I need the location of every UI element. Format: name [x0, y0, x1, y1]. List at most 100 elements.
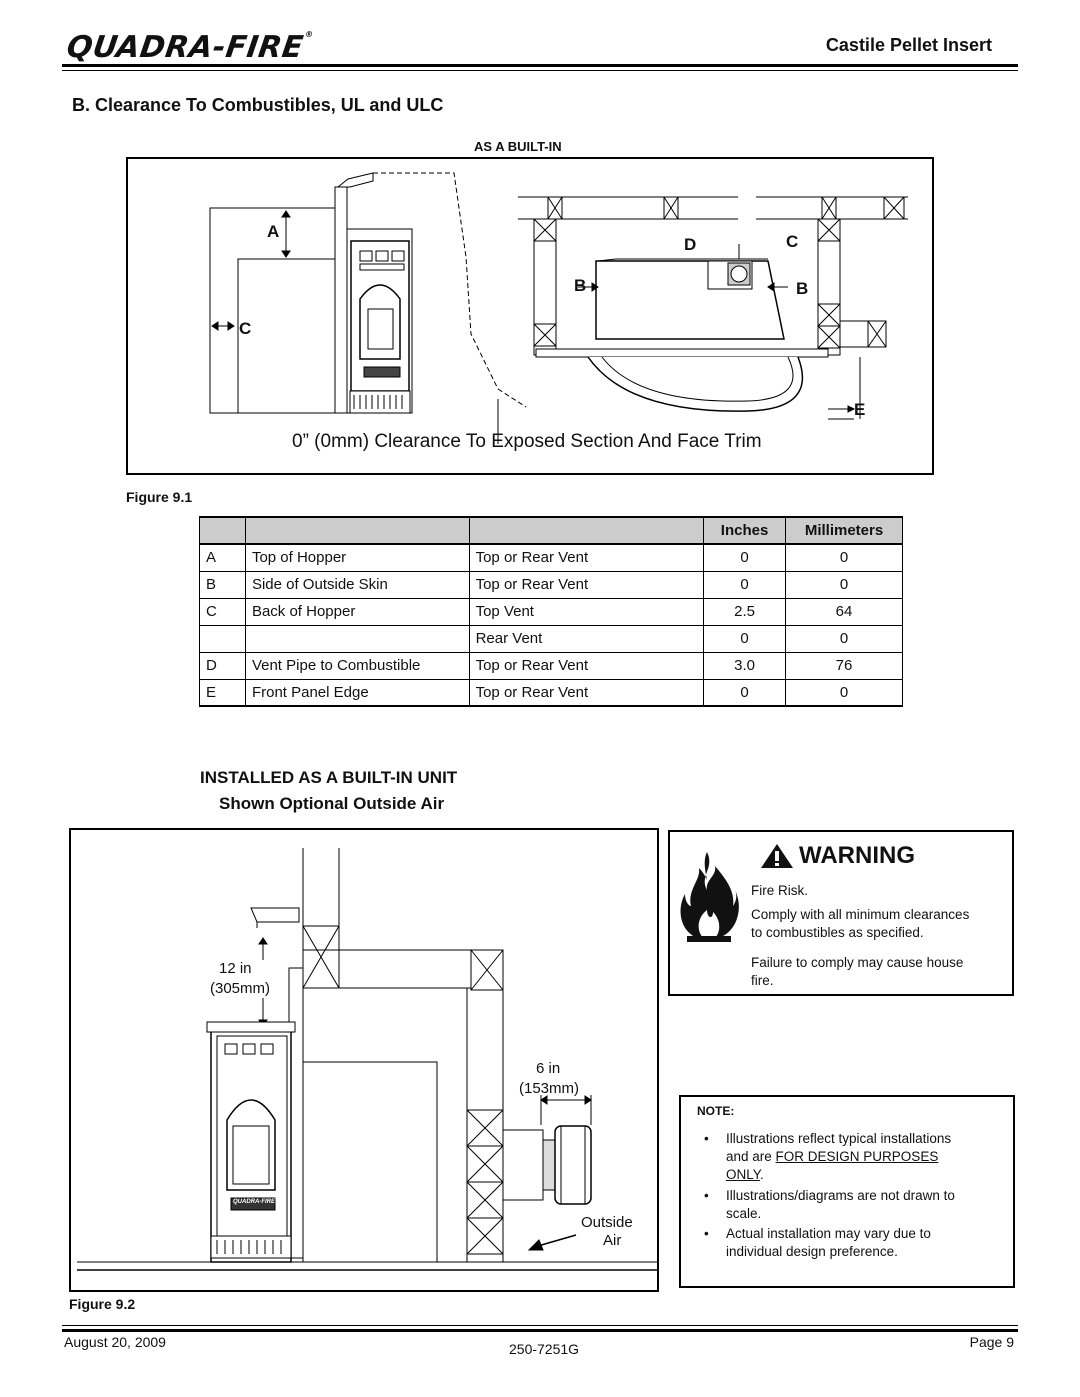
note-design-purposes: FOR DESIGN PURPOSES — [775, 1149, 939, 1164]
table-cell-vent: Top or Rear Vent — [468, 651, 705, 680]
label-e: E — [854, 400, 866, 419]
outside-air-label-1: Outside — [581, 1214, 633, 1231]
table-cell-location: Side of Outside Skin — [244, 570, 470, 599]
bullet-icon: • — [704, 1226, 709, 1241]
table-cell-location: Back of Hopper — [244, 597, 470, 626]
footer-page: Page 9 — [969, 1334, 1014, 1350]
warning-triangle-icon — [761, 844, 793, 868]
document-title: Castile Pellet Insert — [825, 35, 992, 55]
warning-comply-line2: to combustibles as specified. — [751, 925, 924, 940]
label-d: D — [684, 235, 697, 254]
clearance-table: Inches Millimeters A Top of Hopper Top o… — [199, 516, 903, 707]
note-item-1-prefix: and are — [726, 1149, 776, 1164]
table-cell-inches: 0 — [703, 624, 787, 653]
table-cell-location: Front Panel Edge — [244, 678, 470, 707]
note-item-1-line3: ONLY. — [726, 1166, 764, 1184]
dim-12in: 12 in — [219, 960, 252, 977]
figure-9-1-label: Figure 9.1 — [126, 489, 193, 505]
table-cell-vent: Top or Rear Vent — [468, 543, 705, 572]
table-cell-inches: 0 — [703, 543, 787, 572]
table-cell-key: C — [199, 597, 246, 626]
table-cell-vent: Top or Rear Vent — [468, 678, 705, 707]
table-header-row: Inches Millimeters — [199, 516, 903, 545]
figure1-subtitle: AS A BUILT-IN — [474, 139, 562, 154]
table-row: Rear Vent 0 0 — [199, 624, 903, 653]
label-a: A — [267, 222, 280, 241]
table-row: A Top of Hopper Top or Rear Vent 0 0 — [199, 543, 903, 572]
table-cell-mm: 0 — [785, 624, 903, 653]
bullet-icon: • — [704, 1131, 709, 1146]
warning-failure-line2: fire. — [751, 973, 774, 988]
table-cell-inches: 0 — [703, 678, 787, 707]
header-rule-top — [62, 64, 1018, 67]
footer-doc-number: 250-7251G — [509, 1341, 580, 1357]
warning-failure-line1: Failure to comply may cause house — [751, 955, 964, 970]
note-box — [679, 1095, 1015, 1288]
note-item-1-line1: Illustrations reflect typical installati… — [726, 1131, 952, 1146]
table-cell-key: E — [199, 678, 246, 707]
note-item-3-line2: individual design preference. — [726, 1244, 898, 1259]
note-item-2-line1: Illustrations/diagrams are not drawn to — [726, 1188, 955, 1203]
table-row: E Front Panel Edge Top or Rear Vent 0 0 — [199, 678, 903, 707]
installed-subtitle: Shown Optional Outside Air — [219, 794, 445, 813]
warning-heading: WARNING — [799, 842, 915, 869]
table-cell-vent: Rear Vent — [468, 624, 705, 653]
note-item-3-line1: Actual installation may vary due to — [726, 1226, 931, 1241]
warning-box — [668, 830, 1014, 996]
registered-mark: ® — [304, 30, 315, 39]
clearance-caption: 0” (0mm) Clearance To Exposed Section An… — [292, 431, 762, 452]
table-cell-location: Vent Pipe to Combustible — [244, 651, 470, 680]
table-cell-key: B — [199, 570, 246, 599]
table-cell-mm: 0 — [785, 678, 903, 707]
table-cell-key — [199, 624, 246, 653]
footer-rule-top — [62, 1325, 1018, 1326]
table-cell-mm: 0 — [785, 543, 903, 572]
table-row: C Back of Hopper Top Vent 2.5 64 — [199, 597, 903, 626]
table-row: D Vent Pipe to Combustible Top or Rear V… — [199, 651, 903, 680]
table-header-cell — [199, 516, 246, 545]
table-row: B Side of Outside Skin Top or Rear Vent … — [199, 570, 903, 599]
label-b-right: B — [796, 279, 809, 298]
table-cell-inches: 2.5 — [703, 597, 787, 626]
fire-hazard-icon — [680, 852, 739, 942]
figure-9-2-box: 12 in (305mm) 6 in (153mm) Outside Air Q… — [69, 828, 659, 1292]
note-heading: NOTE: — [697, 1104, 735, 1118]
dim-153mm: (153mm) — [519, 1080, 580, 1097]
warning-comply-line1: Comply with all minimum clearances — [751, 907, 970, 922]
table-header-millimeters: Millimeters — [785, 516, 903, 545]
table-header-cell — [244, 516, 470, 545]
note-only: ONLY — [726, 1167, 761, 1182]
table-cell-key: A — [199, 543, 246, 572]
figure-9-1-box: A C D C B B E 0” (0mm) Clearance To Expo… — [126, 157, 934, 475]
label-b-left: B — [574, 276, 587, 295]
header-rule-bottom — [62, 70, 1018, 71]
table-header-cell — [468, 516, 705, 545]
table-cell-inches: 3.0 — [703, 651, 787, 680]
bullet-icon: • — [704, 1188, 709, 1203]
table-cell-location — [244, 624, 470, 653]
table-cell-mm: 0 — [785, 570, 903, 599]
table-cell-vent: Top or Rear Vent — [468, 570, 705, 599]
label-c-right: C — [786, 232, 799, 251]
dim-305mm: (305mm) — [210, 980, 271, 997]
brand-logo-text: QUADRA-FIRE — [64, 30, 306, 65]
stove-brand-plate: QUADRA-FIRE — [233, 1199, 275, 1205]
table-cell-mm: 64 — [785, 597, 903, 626]
outside-air-label-2: Air — [603, 1232, 622, 1249]
figure-9-2-diagram — [77, 848, 657, 1271]
warning-fire-risk: Fire Risk. — [751, 883, 808, 898]
table-cell-mm: 76 — [785, 651, 903, 680]
table-cell-location: Top of Hopper — [244, 543, 470, 572]
figure-9-2-label: Figure 9.2 — [69, 1296, 136, 1312]
installed-title: INSTALLED AS A BUILT-IN UNIT — [200, 768, 458, 787]
table-cell-vent: Top Vent — [468, 597, 705, 626]
table-header-inches: Inches — [703, 516, 787, 545]
brand-logo: QUADRA-FIRE® — [65, 30, 315, 65]
note-item-1-period: . — [760, 1167, 764, 1182]
footer-rule-bottom — [62, 1329, 1018, 1332]
figure-9-1-diagram — [209, 172, 908, 444]
footer-date: August 20, 2009 — [64, 1334, 166, 1350]
table-cell-inches: 0 — [703, 570, 787, 599]
note-item-1-line2: and are FOR DESIGN PURPOSES — [726, 1148, 938, 1166]
section-title: B. Clearance To Combustibles, UL and ULC — [72, 95, 444, 115]
